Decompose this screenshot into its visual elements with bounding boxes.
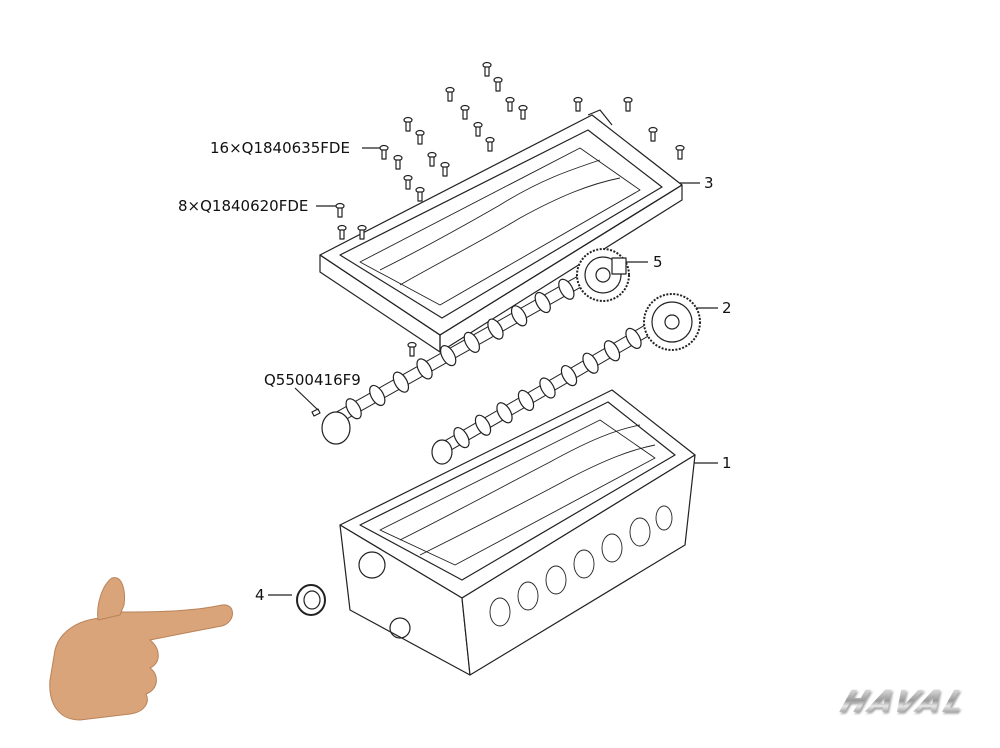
bolt-icon (505, 96, 515, 112)
bolt-icon (623, 96, 633, 112)
camshaft-carrier-frame (319, 109, 683, 353)
haval-logo: HAVAL (835, 685, 974, 720)
bolt-icon (415, 186, 425, 202)
cam-lobe (487, 318, 504, 340)
callout-part-3: 3 (704, 174, 714, 192)
cam-lobe (474, 414, 492, 436)
bolt-icon (440, 161, 450, 177)
bolt-icon (445, 86, 455, 102)
callout-part-1: 1 (722, 454, 732, 472)
cam-lobe (517, 389, 535, 411)
bolt-icon (393, 154, 403, 170)
bolt-icon (573, 96, 583, 112)
bolt-icon (485, 136, 495, 152)
cam-lobe (534, 291, 551, 314)
cam-lobe (558, 278, 575, 300)
bolt-icon (379, 144, 389, 160)
cylinder-head (339, 389, 696, 676)
bolt-icon (460, 104, 470, 120)
cam-lobe (603, 340, 621, 362)
cam-lobe (625, 327, 642, 349)
bolt-icon (648, 126, 658, 142)
cam-lobe (539, 377, 556, 399)
cam-lobe (463, 331, 480, 353)
bolt-icon (493, 76, 503, 92)
bolt-icon (407, 341, 417, 357)
callout-bolt-8: 8×Q1840620FDE (178, 197, 309, 215)
cam-lobe (560, 365, 578, 387)
bolt-icon (427, 151, 437, 167)
callout-part-2: 2 (722, 299, 732, 317)
bolt-icon (675, 144, 685, 160)
cam-lobes (345, 278, 642, 449)
oil-seal (296, 584, 326, 616)
cam-lobe (416, 358, 433, 380)
callout-part-4: 4 (255, 586, 265, 604)
bolt-icon (482, 61, 492, 77)
callout-part-5: 5 (653, 253, 663, 271)
bolt-icon (403, 116, 413, 132)
hand-pointing-right-icon (49, 577, 233, 721)
bolt-icon (415, 129, 425, 145)
bolt-icon (473, 121, 483, 137)
bolt-icon (335, 202, 345, 218)
cam-lobe (453, 427, 470, 449)
callout-pin: Q5500416F9 (264, 371, 361, 389)
bolt-icon (337, 224, 347, 240)
bolts (335, 61, 685, 357)
bolt-icon (403, 174, 413, 190)
cam-lobe (496, 402, 513, 424)
cam-lobe (582, 352, 599, 374)
dowel-pin (311, 408, 321, 417)
cam-lobe (392, 371, 410, 393)
callout-bolt-16: 16×Q1840635FDE (210, 139, 350, 157)
bolt-icon (518, 104, 528, 120)
cam-lobe (440, 345, 457, 367)
bolt-icon (357, 224, 367, 240)
cam-lobe (369, 384, 386, 407)
cam-lobe (510, 305, 528, 327)
cam-lobe (345, 398, 362, 420)
